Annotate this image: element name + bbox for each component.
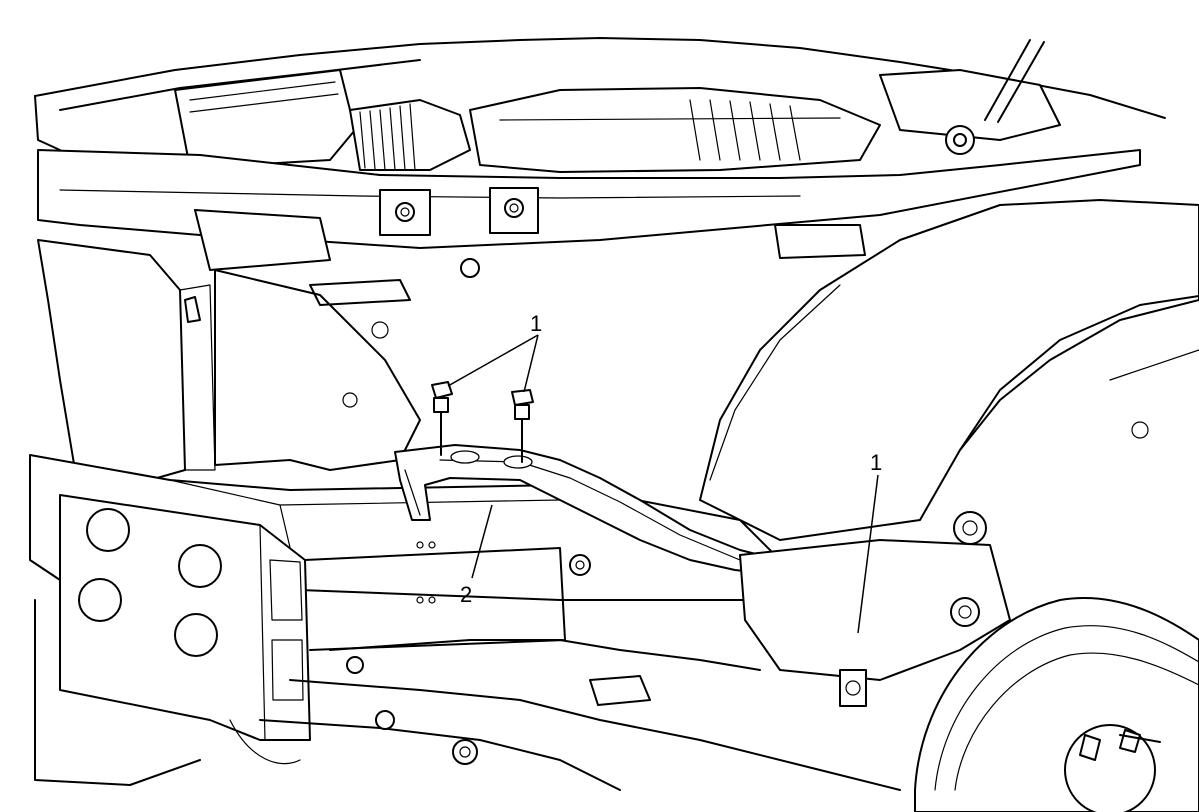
- callout-bolt-upper: 1: [530, 311, 542, 336]
- bracket-2: [394, 444, 781, 576]
- fender-wheelhouse: [699, 199, 1199, 541]
- bolt-upper-left: [431, 381, 453, 456]
- callout-bolt-lower-right: 1: [870, 450, 882, 475]
- suspension-lower: [229, 511, 1011, 791]
- radiator-support-left: [37, 239, 421, 501]
- leader-lines: [447, 334, 879, 634]
- frame-rail: [29, 454, 781, 786]
- callout-bracket: 2: [460, 582, 472, 607]
- bolt-upper-center: [511, 389, 534, 463]
- brake-rotor: [914, 597, 1199, 812]
- engine-compartment: [34, 37, 1166, 306]
